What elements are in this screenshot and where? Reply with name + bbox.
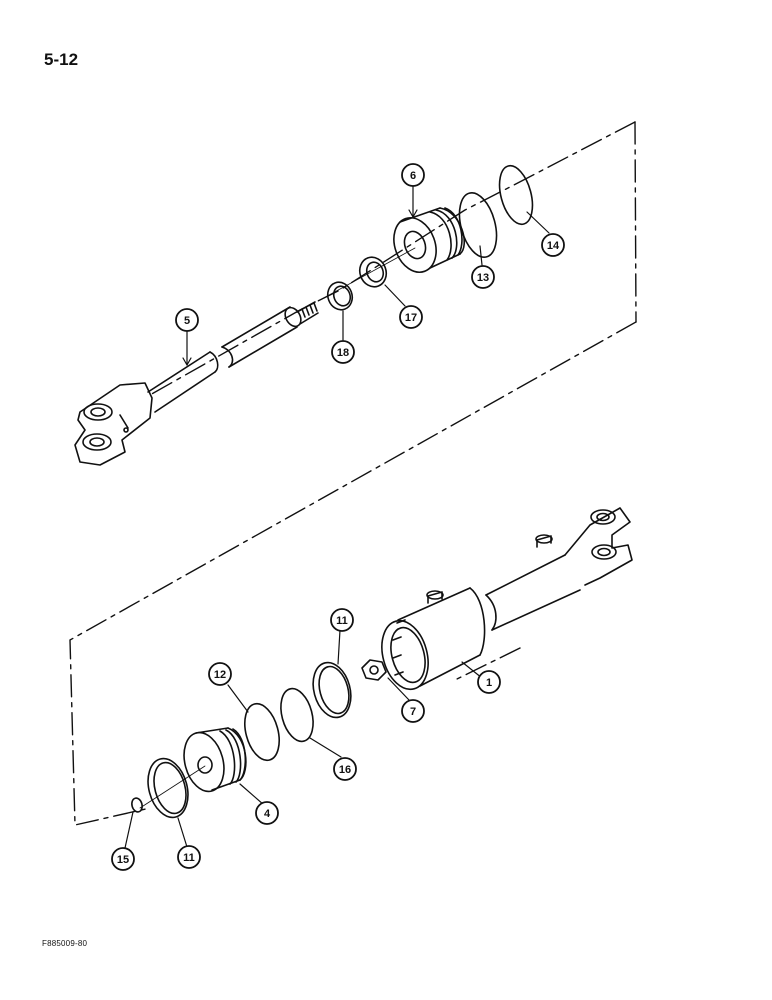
callout-label-18: 18 — [337, 347, 349, 359]
callout-label-15: 15 — [117, 854, 129, 866]
leader-lines — [124, 185, 550, 849]
callout-circle-13 — [471, 265, 495, 289]
callout-circle-5 — [175, 308, 199, 332]
callout-circle-12 — [208, 662, 232, 686]
callout-label-4: 4 — [264, 808, 271, 820]
wear-ring-part-11b — [147, 757, 189, 819]
callout-circle-18 — [331, 340, 355, 364]
wear-ring-part-11a — [312, 661, 352, 719]
o-ring-part-12 — [244, 702, 280, 762]
callout-circle-15 — [111, 847, 135, 871]
callout-label-11b: 11 — [183, 852, 195, 864]
callout-circle-7 — [401, 699, 425, 723]
cylinder-barrel — [381, 507, 633, 691]
callout-label-5: 5 — [184, 315, 190, 327]
callout-label-14: 14 — [547, 240, 560, 252]
callout-circle-16 — [333, 757, 357, 781]
centerline-upper — [319, 247, 416, 301]
seal-part-17 — [358, 256, 388, 288]
callout-label-13: 13 — [477, 272, 489, 284]
ring-part-18 — [326, 281, 354, 311]
o-ring-part-15 — [131, 797, 143, 813]
o-ring-part-16 — [280, 687, 314, 743]
callout-label-11a: 11 — [336, 615, 348, 627]
callout-label-17: 17 — [405, 312, 417, 324]
figure-code: F885009-80 — [42, 939, 88, 948]
callout-label-1: 1 — [486, 677, 492, 689]
callout-label-7: 7 — [410, 706, 416, 718]
callout-label-16: 16 — [339, 764, 351, 776]
nut-part-7 — [361, 659, 387, 681]
o-ring-part-13 — [458, 192, 498, 258]
callout-circle-4 — [255, 801, 279, 825]
assembly-boundary-lines — [69, 121, 637, 826]
piston-part-4 — [183, 727, 247, 793]
page-number: 5-12 — [44, 50, 79, 69]
callout-circle-14 — [541, 233, 565, 257]
callout-circle-11b — [177, 845, 201, 869]
piston-rod — [74, 301, 319, 466]
callout-circle-6 — [401, 163, 425, 187]
callout-circle-17 — [399, 305, 423, 329]
backup-ring-part-14 — [498, 164, 534, 226]
centerline-lower — [139, 765, 206, 809]
callout-circle-1 — [477, 670, 501, 694]
callout-circle-11a — [330, 608, 354, 632]
callout-label-6: 6 — [410, 170, 416, 182]
callout-label-12: 12 — [214, 669, 226, 681]
